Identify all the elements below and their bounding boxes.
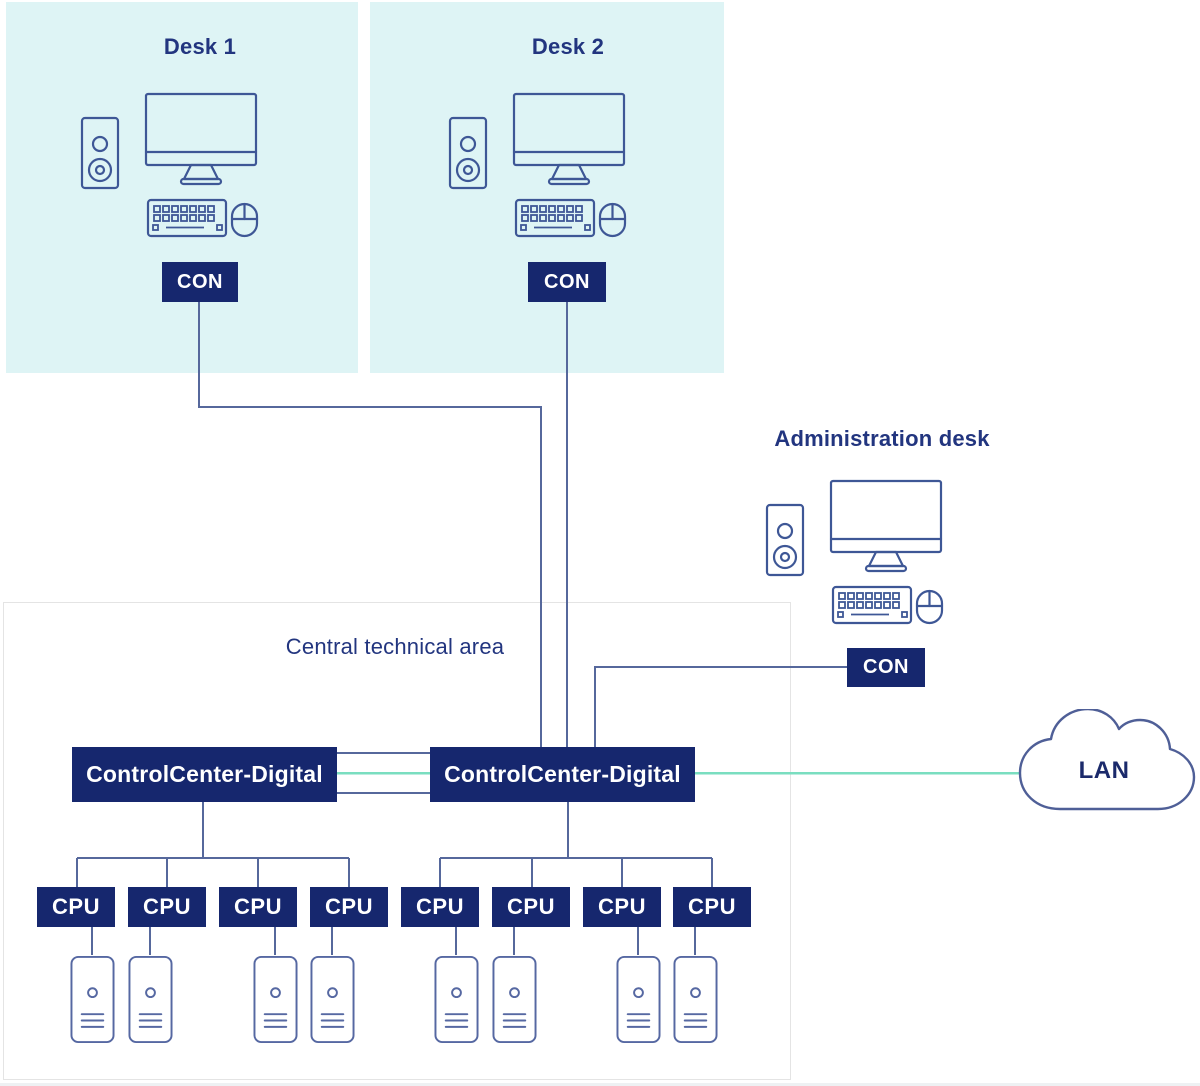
desk2-title: Desk 2 [531,34,605,59]
cpu-box-2: CPU [128,887,206,927]
cpu-box-3: CPU [219,887,297,927]
desk1-workstation-icon [78,92,260,244]
server-icon-8 [673,955,718,1044]
server-icon-2 [128,955,173,1044]
cpu-box-1: CPU [37,887,115,927]
central-area-title: Central technical area [285,634,505,659]
cpu-box-6: CPU [492,887,570,927]
desk2-con-box: CON [528,262,606,302]
central-technical-area-box [3,602,791,1080]
server-icon-3 [253,955,298,1044]
controlcenter-1-box: ControlCenter-Digital [72,747,337,802]
server-icon-5 [434,955,479,1044]
lan-label: LAN [1078,757,1130,784]
server-icon-1 [70,955,115,1044]
admin-workstation-icon [763,479,945,631]
cpu-box-8: CPU [673,887,751,927]
cpu-box-5: CPU [401,887,479,927]
admin-con-box: CON [847,648,925,687]
server-icon-6 [492,955,537,1044]
desk1-con-box: CON [162,262,238,302]
cpu-box-4: CPU [310,887,388,927]
desk2-panel [370,2,724,373]
server-icon-4 [310,955,355,1044]
desk1-panel [6,2,358,373]
admin-con-cable [594,666,847,747]
cpu-box-7: CPU [583,887,661,927]
admin-desk-title: Administration desk [774,426,990,451]
server-icon-7 [616,955,661,1044]
controlcenter-2-box: ControlCenter-Digital [430,747,695,802]
desk1-con-cable [198,302,542,747]
desk2-workstation-icon [446,92,628,244]
bottom-divider [0,1083,1200,1086]
desk1-title: Desk 1 [163,34,237,59]
